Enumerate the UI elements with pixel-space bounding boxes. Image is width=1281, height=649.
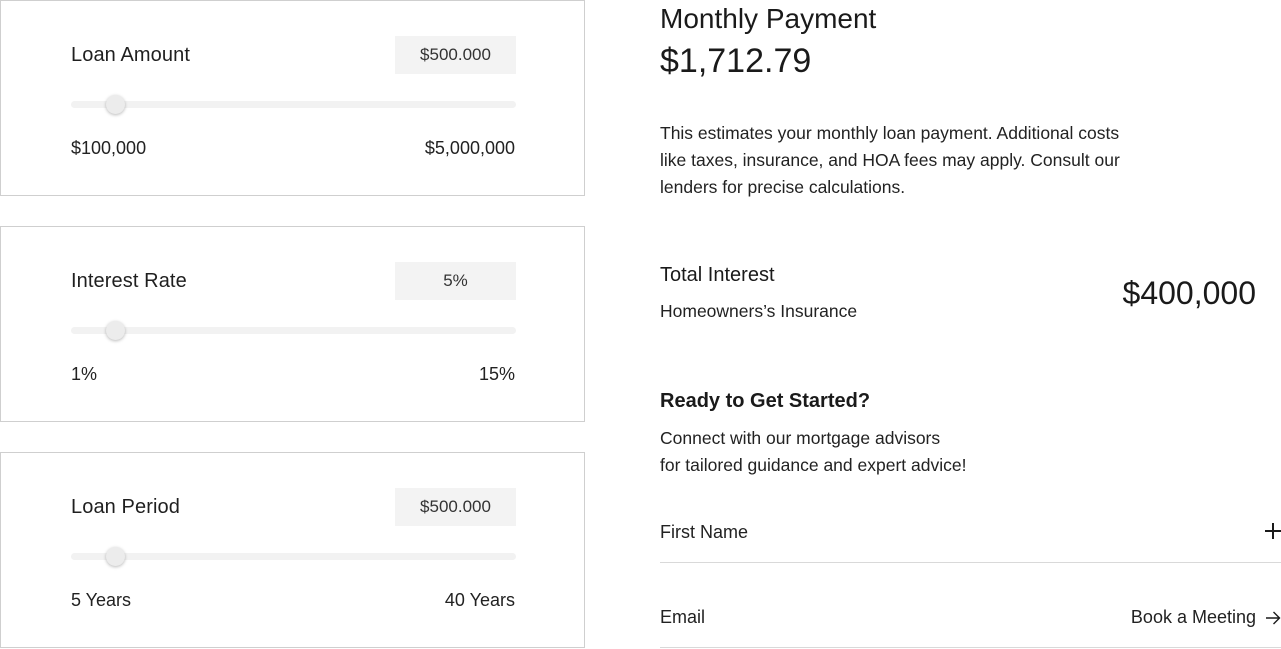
loan-period-label: Loan Period: [71, 496, 180, 518]
loan-amount-card: Loan Amount $100,000 $5,000,000: [0, 0, 585, 196]
loan-period-slider-track[interactable]: [71, 547, 516, 566]
cta-text-line-2: for tailored guidance and expert advice!: [660, 455, 967, 475]
loan-period-input[interactable]: [395, 488, 516, 526]
interest-rate-label: Interest Rate: [71, 270, 187, 292]
cta-title: Ready to Get Started?: [660, 390, 871, 412]
loan-amount-min: $100,000: [71, 138, 147, 158]
cta-text-line-1: Connect with our mortgage advisors: [660, 428, 941, 448]
loan-period-max: 40 Years: [444, 590, 515, 610]
loan-period-slider-thumb[interactable]: [106, 547, 125, 566]
monthly-payment-description: This estimates your monthly loan payment…: [660, 123, 1120, 197]
cta-text: Connect with our mortgage advisors for t…: [660, 425, 1020, 479]
homeowners-insurance-label: Homeowners’s Insurance: [660, 301, 858, 321]
loan-amount-slider-thumb[interactable]: [106, 95, 125, 114]
arrow-right-icon: [1266, 611, 1281, 624]
first-name-field[interactable]: First Name: [660, 513, 1281, 563]
email-label: Email: [660, 607, 706, 627]
loan-amount-input[interactable]: [395, 36, 516, 74]
loan-amount-max: $5,000,000: [424, 138, 515, 158]
interest-rate-input[interactable]: [395, 262, 516, 300]
interest-rate-min: 1%: [71, 364, 98, 384]
email-field[interactable]: Email Book a Meeting: [660, 598, 1281, 648]
book-meeting-label: Book a Meeting: [1130, 607, 1256, 627]
total-interest-label: Total Interest: [660, 264, 775, 286]
monthly-payment-title: Monthly Payment: [660, 3, 877, 34]
loan-amount-label: Loan Amount: [71, 44, 190, 66]
interest-rate-slider-thumb[interactable]: [106, 321, 125, 340]
interest-rate-max: 15%: [478, 364, 515, 384]
first-name-label: First Name: [660, 522, 749, 542]
interest-rate-slider-track[interactable]: [71, 321, 516, 340]
total-interest-value: $400,000: [1122, 275, 1256, 311]
loan-period-min: 5 Years: [71, 590, 132, 610]
book-meeting-button[interactable]: Book a Meeting: [1131, 607, 1281, 628]
loan-period-card: Loan Period 5 Years 40 Years: [0, 452, 585, 648]
interest-rate-card: Interest Rate 1% 15%: [0, 226, 585, 422]
monthly-payment-amount: $1,712.79: [660, 42, 812, 80]
plus-icon[interactable]: [1265, 523, 1281, 539]
loan-amount-slider-track[interactable]: [71, 95, 516, 114]
